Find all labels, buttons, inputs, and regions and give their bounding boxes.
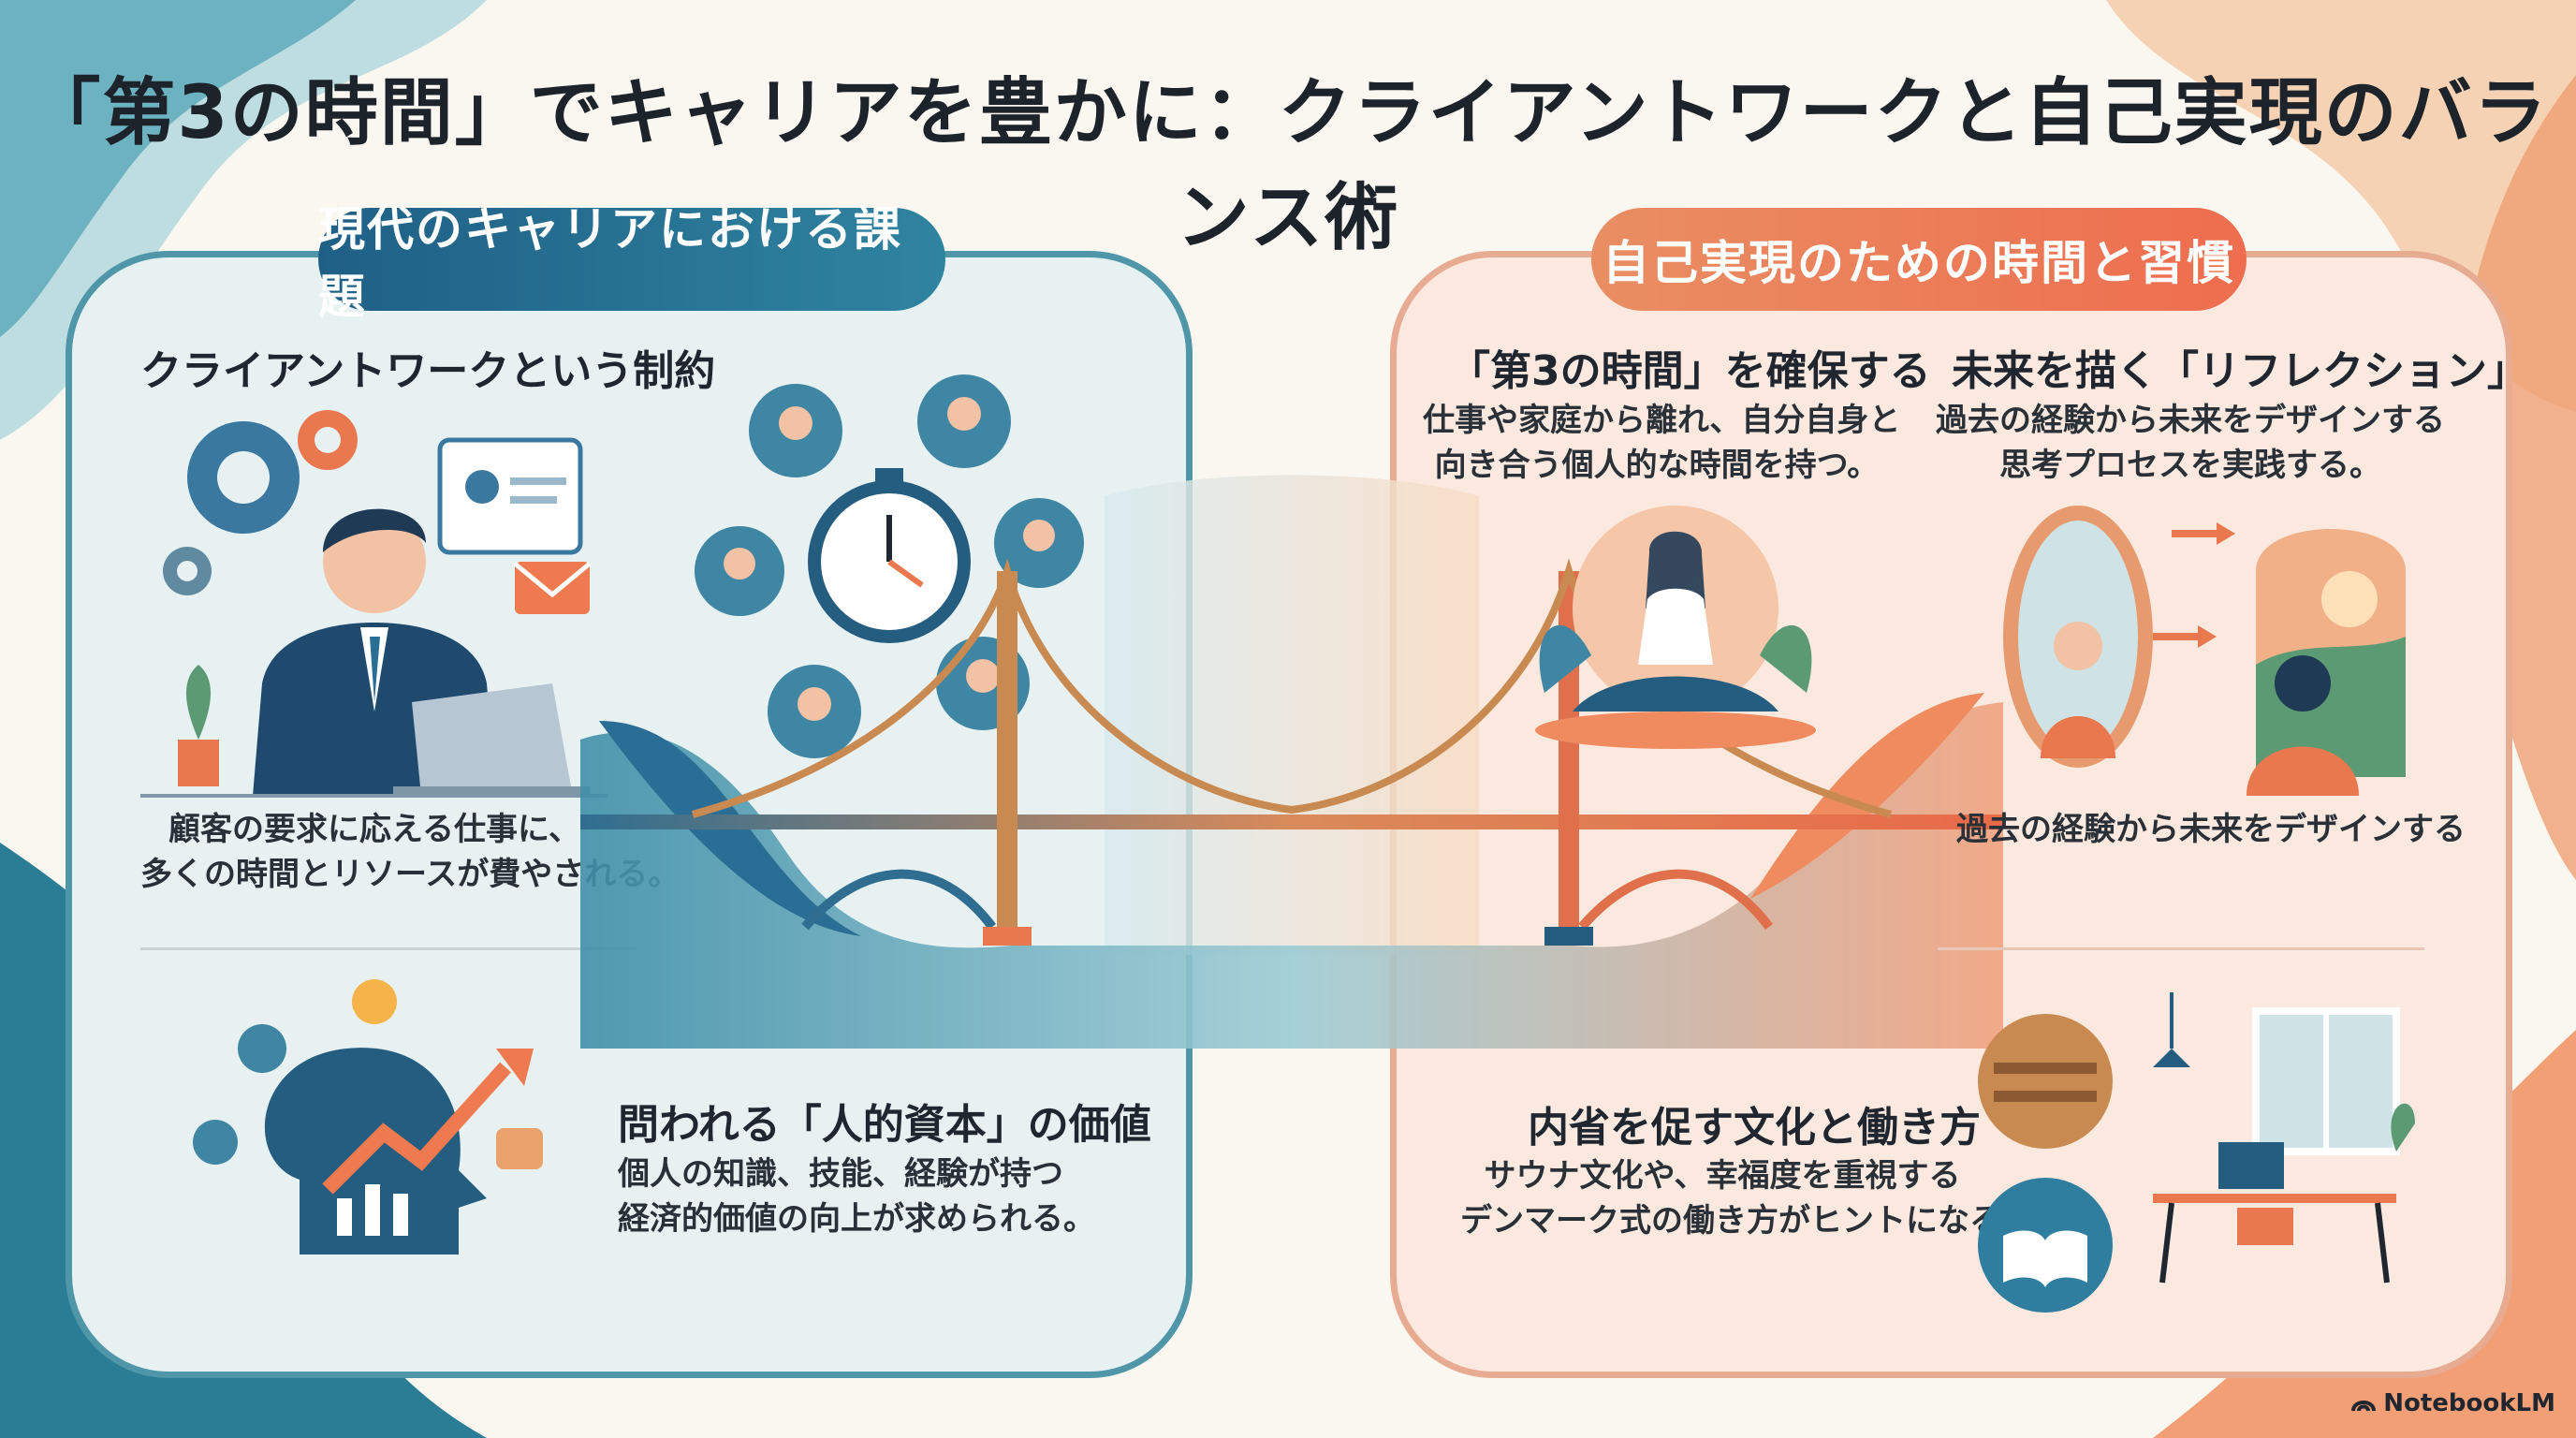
- reflection-illustration: [2003, 506, 2406, 796]
- lightbulb-icon: [352, 979, 397, 1024]
- human-capital-title: 問われる「人的資本」の価値: [618, 1101, 1151, 1149]
- brand-name: NotebookLM: [2383, 1389, 2555, 1417]
- laptop-icon: [393, 683, 590, 796]
- client-work-title: クライアントワークという制約: [140, 347, 716, 395]
- plant-icon: [178, 665, 219, 786]
- sunset-landscape-icon: [2256, 529, 2406, 777]
- reflection-desc: 過去の経験から未来をデザインする 思考プロセスを実践する。: [1936, 402, 2445, 484]
- culture-title: 内省を促す文化と働き方: [1528, 1104, 1981, 1152]
- chart-icon: [193, 1120, 238, 1165]
- brain-icon: [238, 1024, 286, 1073]
- human-capital-desc: 個人の知識、技能、経験が持つ 経済的価値の向上が求められる。: [618, 1155, 1095, 1238]
- right-heading-pill: 自己実現のための時間と習慣: [1591, 208, 2247, 311]
- meditation-icon: [1573, 531, 1778, 712]
- culture-desc: サウナ文化や、幸福度を重視する デンマーク式の働き方がヒントになる。: [1460, 1157, 2033, 1240]
- desk-workspace-illustration: [2153, 992, 2415, 1284]
- left-divider: [140, 947, 637, 950]
- head-growth-icon: [264, 1048, 534, 1255]
- woman-back-icon: [2247, 655, 2359, 796]
- notebooklm-logo: NotebookLM: [2351, 1389, 2555, 1417]
- profile-card-icon: [437, 437, 583, 555]
- calendar-icon: [496, 1128, 543, 1169]
- reflection-title: 未来を描く「リフレクション」: [1952, 347, 2528, 395]
- left-heading-pill: 現代のキャリアにおける課題: [318, 202, 945, 324]
- sauna-book-illustration: [1978, 1014, 2113, 1313]
- client-work-desc: 顧客の要求に応える仕事に、 多くの時間とリソースが費やされる。: [140, 811, 681, 893]
- third-time-title: 「第3の時間」を確保する: [1449, 347, 1931, 395]
- desk-workspace-icon: [2153, 992, 2415, 1284]
- meditation-illustration: [1535, 506, 1816, 749]
- head-growth-illustration: [193, 979, 543, 1255]
- stopwatch-icon: [808, 468, 971, 643]
- sauna-icon: [1978, 1014, 2113, 1149]
- mail-icon: [513, 562, 592, 614]
- third-time-desc: 仕事や家庭から離れ、自分自身と 向き合う個人的な時間を持つ。: [1423, 402, 1901, 484]
- right-divider: [1938, 947, 2424, 950]
- reflection-caption: 過去の経験から未来をデザインする: [1956, 811, 2466, 848]
- book-icon: [1978, 1178, 2113, 1313]
- page-title: 「第3の時間」でキャリアを豊かに：クライアントワークと自己実現のバランス術: [27, 71, 2549, 260]
- businessman-illustration: [140, 410, 608, 798]
- mirror-icon: [2003, 506, 2153, 768]
- gear-icon: [163, 410, 358, 595]
- notebooklm-logo-icon: [2351, 1401, 2377, 1412]
